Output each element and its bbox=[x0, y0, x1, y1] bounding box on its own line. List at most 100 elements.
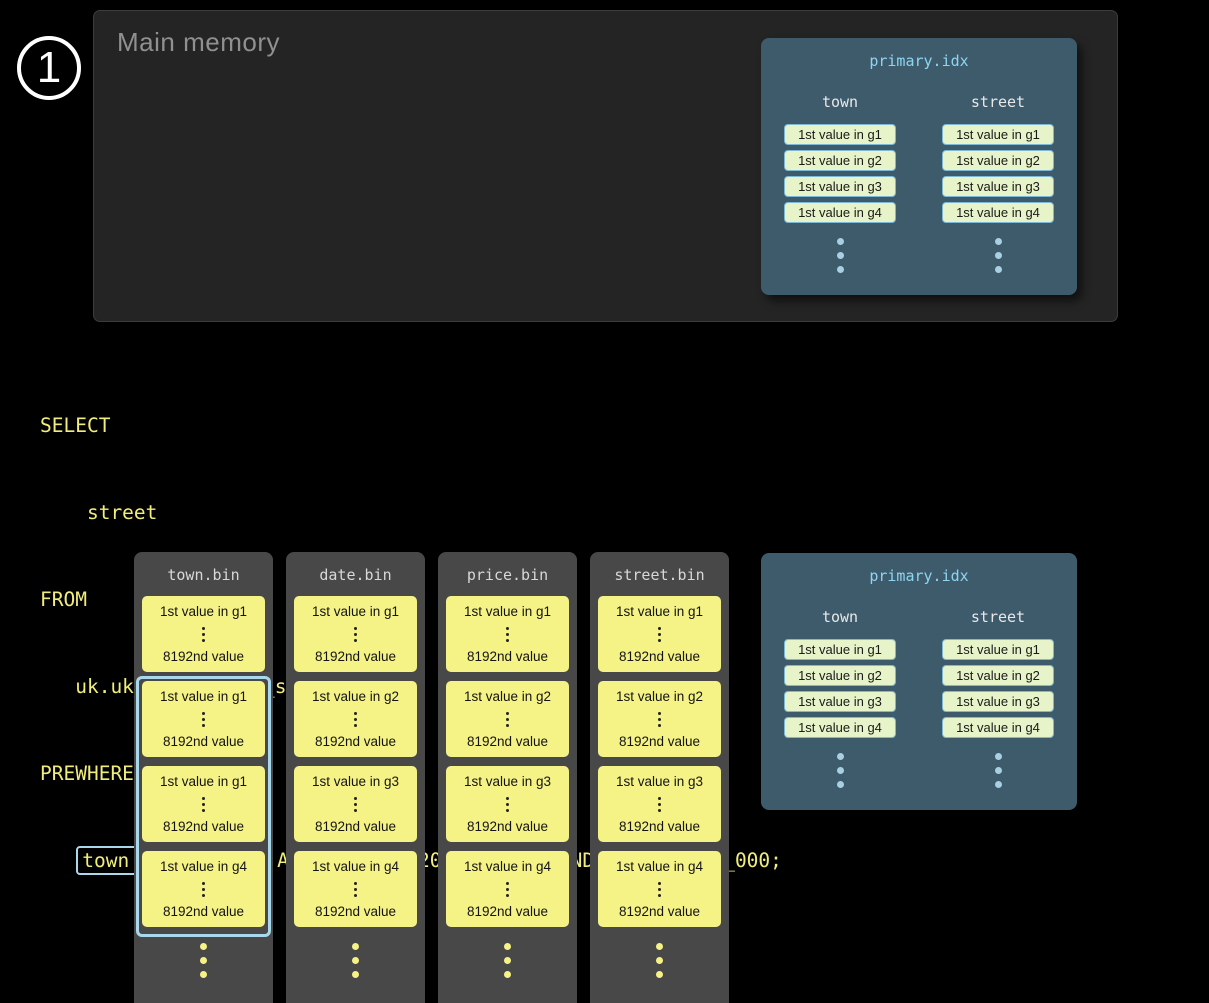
vertical-ellipsis bbox=[506, 626, 509, 642]
index-column-header-street: street bbox=[970, 608, 1026, 626]
granule-last-value: 8192nd value bbox=[314, 904, 397, 919]
vertical-ellipsis bbox=[658, 711, 661, 727]
step-number: 1 bbox=[36, 43, 62, 92]
index-cell: 1st value in g2 bbox=[784, 665, 896, 686]
vertical-ellipsis bbox=[994, 238, 1002, 273]
granule-first-value: 1st value in g1 bbox=[311, 604, 400, 619]
vertical-ellipsis bbox=[590, 943, 729, 978]
granule-block: 1st value in g1 8192nd value bbox=[142, 596, 265, 672]
granule-first-value: 1st value in g2 bbox=[463, 689, 552, 704]
vertical-ellipsis bbox=[658, 626, 661, 642]
granule-first-value: 1st value in g3 bbox=[463, 774, 552, 789]
index-column-header-street: street bbox=[970, 93, 1026, 111]
granule-first-value: 1st value in g4 bbox=[463, 859, 552, 874]
sql-line: FROM bbox=[40, 588, 87, 611]
granule-blocks: 1st value in g1 8192nd value 1st value i… bbox=[590, 596, 729, 927]
granule-last-value: 8192nd value bbox=[466, 649, 549, 664]
vertical-ellipsis bbox=[202, 626, 205, 642]
step-1-badge: 1 bbox=[17, 36, 81, 100]
granule-first-value: 1st value in g1 bbox=[463, 604, 552, 619]
granule-first-value: 1st value in g4 bbox=[311, 859, 400, 874]
granule-block: 1st value in g4 8192nd value bbox=[598, 851, 721, 927]
granule-last-value: 8192nd value bbox=[162, 819, 245, 834]
primary-index-columns: town 1st value in g1 1st value in g2 1st… bbox=[761, 608, 1077, 788]
granule-last-value: 8192nd value bbox=[162, 649, 245, 664]
index-cell: 1st value in g2 bbox=[942, 150, 1054, 171]
granule-first-value: 1st value in g1 bbox=[159, 689, 248, 704]
sql-line: SELECT bbox=[40, 414, 111, 437]
vertical-ellipsis bbox=[202, 881, 205, 897]
vertical-ellipsis bbox=[506, 881, 509, 897]
index-cell: 1st value in g3 bbox=[942, 691, 1054, 712]
granule-first-value: 1st value in g2 bbox=[311, 689, 400, 704]
vertical-ellipsis bbox=[202, 711, 205, 727]
index-cell: 1st value in g1 bbox=[784, 639, 896, 660]
granule-first-value: 1st value in g2 bbox=[615, 689, 704, 704]
granule-block: 1st value in g3 8192nd value bbox=[294, 766, 417, 842]
main-memory-title: Main memory bbox=[117, 27, 280, 57]
granule-first-value: 1st value in g4 bbox=[615, 859, 704, 874]
granule-first-value: 1st value in g4 bbox=[159, 859, 248, 874]
sql-line: PREWHERE bbox=[40, 762, 134, 785]
index-column-street: street 1st value in g1 1st value in g2 1… bbox=[919, 93, 1077, 273]
index-cell: 1st value in g4 bbox=[942, 717, 1054, 738]
granule-block: 1st value in g1 8192nd value bbox=[142, 766, 265, 842]
granule-last-value: 8192nd value bbox=[314, 649, 397, 664]
granule-block: 1st value in g4 8192nd value bbox=[142, 851, 265, 927]
vertical-ellipsis bbox=[286, 943, 425, 978]
granule-block: 1st value in g3 8192nd value bbox=[446, 766, 569, 842]
column-file-title: price.bin bbox=[466, 566, 549, 584]
vertical-ellipsis bbox=[506, 796, 509, 812]
granule-block: 1st value in g1 8192nd value bbox=[142, 681, 265, 757]
index-cell: 1st value in g1 bbox=[942, 639, 1054, 660]
granule-first-value: 1st value in g3 bbox=[311, 774, 400, 789]
granule-first-value: 1st value in g1 bbox=[159, 604, 248, 619]
granule-first-value: 1st value in g1 bbox=[159, 774, 248, 789]
granule-last-value: 8192nd value bbox=[314, 819, 397, 834]
granule-first-value: 1st value in g3 bbox=[615, 774, 704, 789]
vertical-ellipsis bbox=[994, 753, 1002, 788]
index-column-town: town 1st value in g1 1st value in g2 1st… bbox=[761, 93, 919, 273]
index-cell: 1st value in g3 bbox=[942, 176, 1054, 197]
granule-last-value: 8192nd value bbox=[618, 734, 701, 749]
column-file-town-bin: town.bin 1st value in g1 8192nd value 1s… bbox=[134, 552, 273, 1003]
granule-last-value: 8192nd value bbox=[466, 734, 549, 749]
column-file-price-bin: price.bin 1st value in g1 8192nd value 1… bbox=[438, 552, 577, 1003]
column-file-title: town.bin bbox=[167, 566, 240, 584]
granule-last-value: 8192nd value bbox=[618, 904, 701, 919]
primary-index-box-memory: primary.idx town 1st value in g1 1st val… bbox=[761, 38, 1077, 295]
index-cell: 1st value in g4 bbox=[784, 202, 896, 223]
vertical-ellipsis bbox=[438, 943, 577, 978]
granule-block: 1st value in g1 8192nd value bbox=[446, 596, 569, 672]
sql-line: street bbox=[40, 501, 158, 524]
index-cell: 1st value in g2 bbox=[942, 665, 1054, 686]
granule-block: 1st value in g2 8192nd value bbox=[294, 681, 417, 757]
index-cell: 1st value in g3 bbox=[784, 176, 896, 197]
column-file-title: date.bin bbox=[319, 566, 392, 584]
granule-last-value: 8192nd value bbox=[618, 649, 701, 664]
index-cell: 1st value in g4 bbox=[942, 202, 1054, 223]
vertical-ellipsis bbox=[658, 881, 661, 897]
index-column-header-town: town bbox=[821, 608, 859, 626]
granule-blocks: 1st value in g1 8192nd value 1st value i… bbox=[438, 596, 577, 927]
index-cell: 1st value in g1 bbox=[784, 124, 896, 145]
vertical-ellipsis bbox=[836, 753, 844, 788]
granule-last-value: 8192nd value bbox=[314, 734, 397, 749]
granule-last-value: 8192nd value bbox=[466, 819, 549, 834]
vertical-ellipsis bbox=[202, 796, 205, 812]
granule-block: 1st value in g2 8192nd value bbox=[598, 681, 721, 757]
vertical-ellipsis bbox=[354, 626, 357, 642]
granule-block: 1st value in g4 8192nd value bbox=[446, 851, 569, 927]
vertical-ellipsis bbox=[836, 238, 844, 273]
vertical-ellipsis bbox=[354, 881, 357, 897]
primary-index-title: primary.idx bbox=[869, 52, 969, 70]
sql-indent bbox=[40, 849, 75, 872]
vertical-ellipsis bbox=[354, 711, 357, 727]
index-cell: 1st value in g2 bbox=[784, 150, 896, 171]
granule-block: 1st value in g4 8192nd value bbox=[294, 851, 417, 927]
granule-blocks: 1st value in g1 8192nd value 1st value i… bbox=[134, 596, 273, 927]
index-column-header-town: town bbox=[821, 93, 859, 111]
granule-block: 1st value in g1 8192nd value bbox=[598, 596, 721, 672]
primary-index-columns: town 1st value in g1 1st value in g2 1st… bbox=[761, 93, 1077, 273]
vertical-ellipsis bbox=[354, 796, 357, 812]
